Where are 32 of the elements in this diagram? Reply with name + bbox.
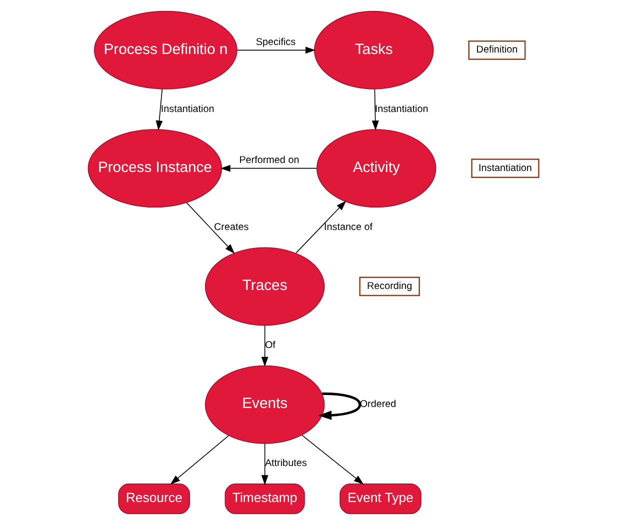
node-box: Timestamp	[224, 484, 305, 514]
arrow	[372, 88, 379, 131]
arrow	[236, 46, 316, 54]
edge-label: Instance of	[324, 222, 372, 233]
edge-label: Instantiation	[374, 104, 428, 115]
node-box: Event Type	[340, 484, 422, 514]
arrow	[302, 434, 364, 485]
arrow	[261, 325, 268, 367]
edge-label: Instantiation	[160, 104, 214, 115]
node-ellipse: Process Instance	[88, 129, 222, 208]
edge-label: Attributes	[264, 458, 307, 470]
arrow	[156, 88, 163, 130]
arrow	[261, 443, 268, 486]
edge-label: Creates	[214, 222, 249, 233]
node-box: Resource	[118, 484, 190, 514]
edge-label: Of	[264, 340, 276, 352]
node-ellipse: Traces	[204, 247, 325, 326]
arrow	[170, 435, 229, 484]
node-ellipse: Activity	[316, 129, 436, 208]
node-ellipse: Tasks	[314, 10, 434, 90]
node-ellipse: Process Definitio n	[94, 10, 238, 90]
arrow	[318, 392, 362, 420]
node-ellipse: Events	[204, 365, 325, 444]
edge-label: Ordered	[360, 399, 396, 410]
node-box: Definition	[468, 40, 526, 60]
edge-label: Specifics	[256, 36, 296, 48]
node-box: Instantiation	[471, 158, 540, 178]
edge-label: Performed on	[239, 155, 300, 166]
arrow	[186, 202, 235, 254]
arrow	[220, 164, 317, 172]
arrow	[296, 200, 346, 254]
node-box: Recording	[359, 276, 420, 296]
